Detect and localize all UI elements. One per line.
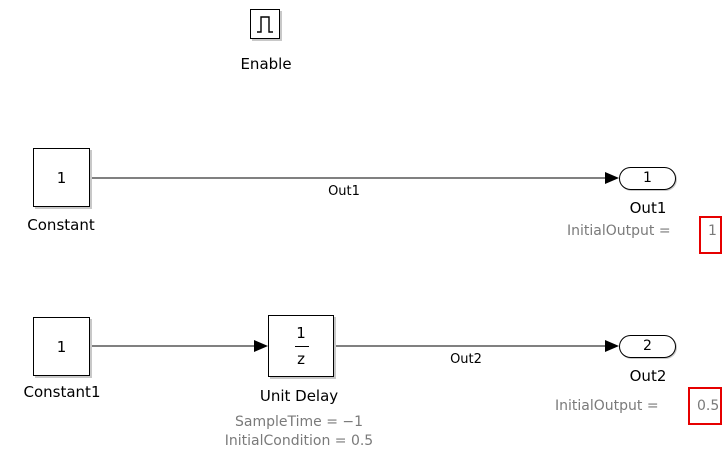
unit-delay-denominator: z — [297, 350, 305, 368]
unit-delay-initial-condition: InitialCondition = 0.5 — [224, 433, 374, 449]
unit-delay-fraction-bar — [295, 346, 309, 347]
out2-port[interactable]: 2 — [619, 335, 676, 358]
constant-label: Constant — [27, 216, 95, 234]
out1-port-number: 1 — [643, 170, 652, 186]
constant-value: 1 — [56, 168, 67, 187]
enable-block[interactable] — [250, 9, 280, 39]
unit-delay-label: Unit Delay — [259, 387, 339, 405]
out1-initial-output-highlight — [699, 216, 722, 254]
pulse-icon — [257, 16, 273, 33]
out1-initial-output-value: 1 — [708, 223, 717, 239]
out2-initial-output-highlight — [688, 387, 722, 425]
out1-initial-output-prefix: InitialOutput = — [567, 223, 671, 239]
enable-label: Enable — [240, 55, 292, 73]
constant1-value: 1 — [56, 337, 67, 356]
constant1-block[interactable]: 1 — [33, 317, 90, 376]
out2-initial-output-value: 0.5 — [697, 398, 720, 414]
out1-label: Out1 — [629, 199, 667, 217]
unit-delay-numerator: 1 — [296, 324, 306, 342]
signal-label-out2: Out2 — [450, 352, 482, 367]
arrowhead-delay-input — [254, 340, 268, 352]
out2-initial-output-prefix: InitialOutput = — [555, 398, 659, 414]
unit-delay-sample-time: SampleTime = −1 — [234, 414, 364, 430]
out1-port[interactable]: 1 — [619, 167, 676, 190]
arrowhead-out1 — [605, 172, 619, 184]
constant1-label: Constant1 — [23, 383, 101, 401]
unit-delay-block[interactable]: 1 z — [268, 315, 334, 377]
arrowhead-out2 — [605, 340, 619, 352]
constant-block[interactable]: 1 — [33, 148, 90, 207]
out2-port-number: 2 — [643, 338, 652, 354]
out2-label: Out2 — [629, 367, 667, 385]
signal-label-out1: Out1 — [328, 184, 360, 199]
